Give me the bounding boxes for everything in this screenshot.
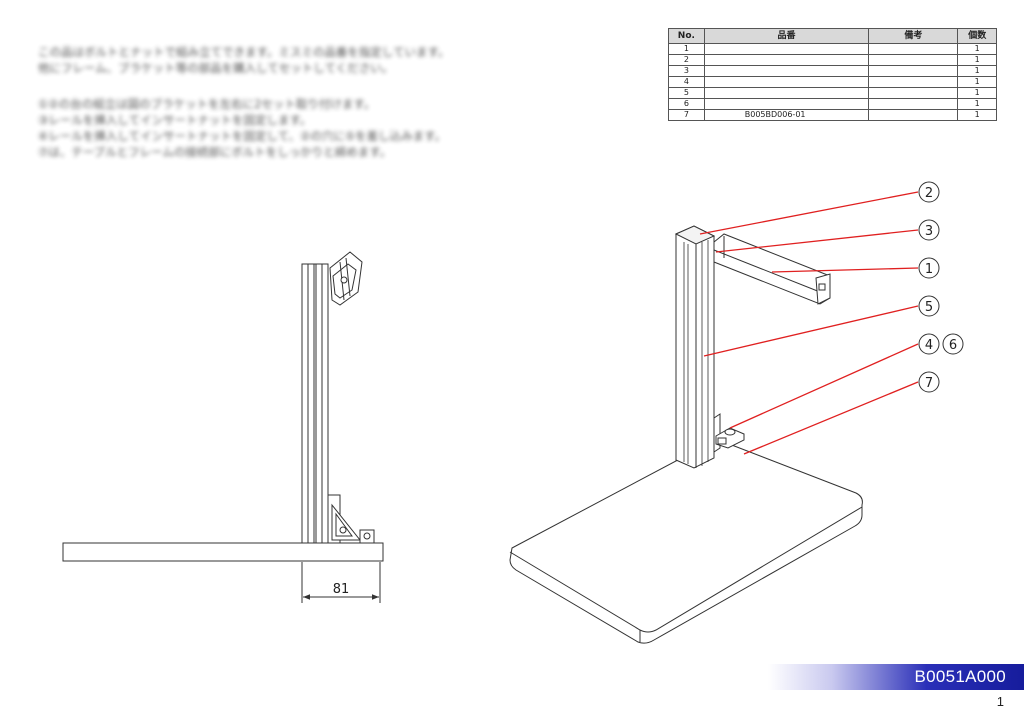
header-qty: 個数 (957, 28, 997, 44)
balloon-3 (918, 219, 940, 241)
note-line: 他にフレーム、ブラケット等の部品を購入してセットしてください。 (38, 61, 394, 75)
side-base-plate (62, 542, 384, 562)
note-line: ③レールを挿入してインサートナットを固定します。 (38, 113, 312, 127)
leader-3 (715, 229, 919, 253)
note-line: ⑦は、テーブルとフレームの接続部にボルトをしっかりと締めます。 (38, 145, 392, 159)
iso-table (509, 440, 863, 644)
balloon-1 (918, 257, 940, 279)
balloon-7 (918, 371, 940, 393)
leader-4-6 (729, 343, 919, 429)
side-bottom-bracket (327, 494, 375, 544)
row-remark (868, 109, 959, 121)
leader-2 (699, 191, 919, 235)
leader-1 (771, 267, 919, 273)
side-top-bracket (329, 251, 363, 306)
iso-cross-bar (713, 233, 831, 305)
note-line: この品はボルトとナットで組み立てできます。ミスミの品番を指定しています。 (38, 45, 450, 59)
iso-column (674, 225, 716, 469)
balloon-5 (918, 295, 940, 317)
header-remark: 備考 (868, 28, 959, 44)
page-number: 1 (996, 694, 1004, 709)
iso-bottom-bracket (713, 413, 745, 453)
leader-lines (699, 191, 919, 455)
balloon-label-7: 7 (925, 376, 933, 391)
isometric-view (509, 225, 863, 644)
balloons (918, 181, 964, 393)
note-line: ④レールを挿入してインサートナットを固定して、②の穴に⑤を差し込みます。 (38, 129, 447, 143)
note-line: ①②の台の組立は図のブラケットを左右に2セット取り付けます。 (38, 97, 376, 111)
balloon-label-4: 4 (925, 338, 933, 353)
title-block: B0051A000 (768, 664, 1024, 690)
row-qty: 1 (957, 109, 997, 121)
balloon-label-2: 2 (925, 186, 933, 201)
row-part-number: B005BD006-01 (703, 109, 870, 121)
dimension-label: 81 (333, 582, 350, 597)
leader-7 (743, 381, 919, 455)
balloon-label-1: 1 (925, 262, 933, 277)
dimension-81 (301, 562, 381, 603)
side-column (301, 263, 329, 544)
balloon-label-6: 6 (949, 338, 957, 353)
notes-block: この品はボルトとナットで組み立てできます。ミスミの品番を指定しています。 他にフ… (38, 44, 548, 160)
balloon-6 (942, 333, 964, 355)
balloon-label-5: 5 (925, 300, 933, 315)
balloon-4 (918, 333, 940, 355)
balloon-label-3: 3 (925, 224, 933, 239)
side-view (62, 251, 384, 603)
leader-5 (703, 305, 919, 357)
balloon-2 (918, 181, 940, 203)
drawing-number: B0051A000 (914, 667, 1006, 686)
